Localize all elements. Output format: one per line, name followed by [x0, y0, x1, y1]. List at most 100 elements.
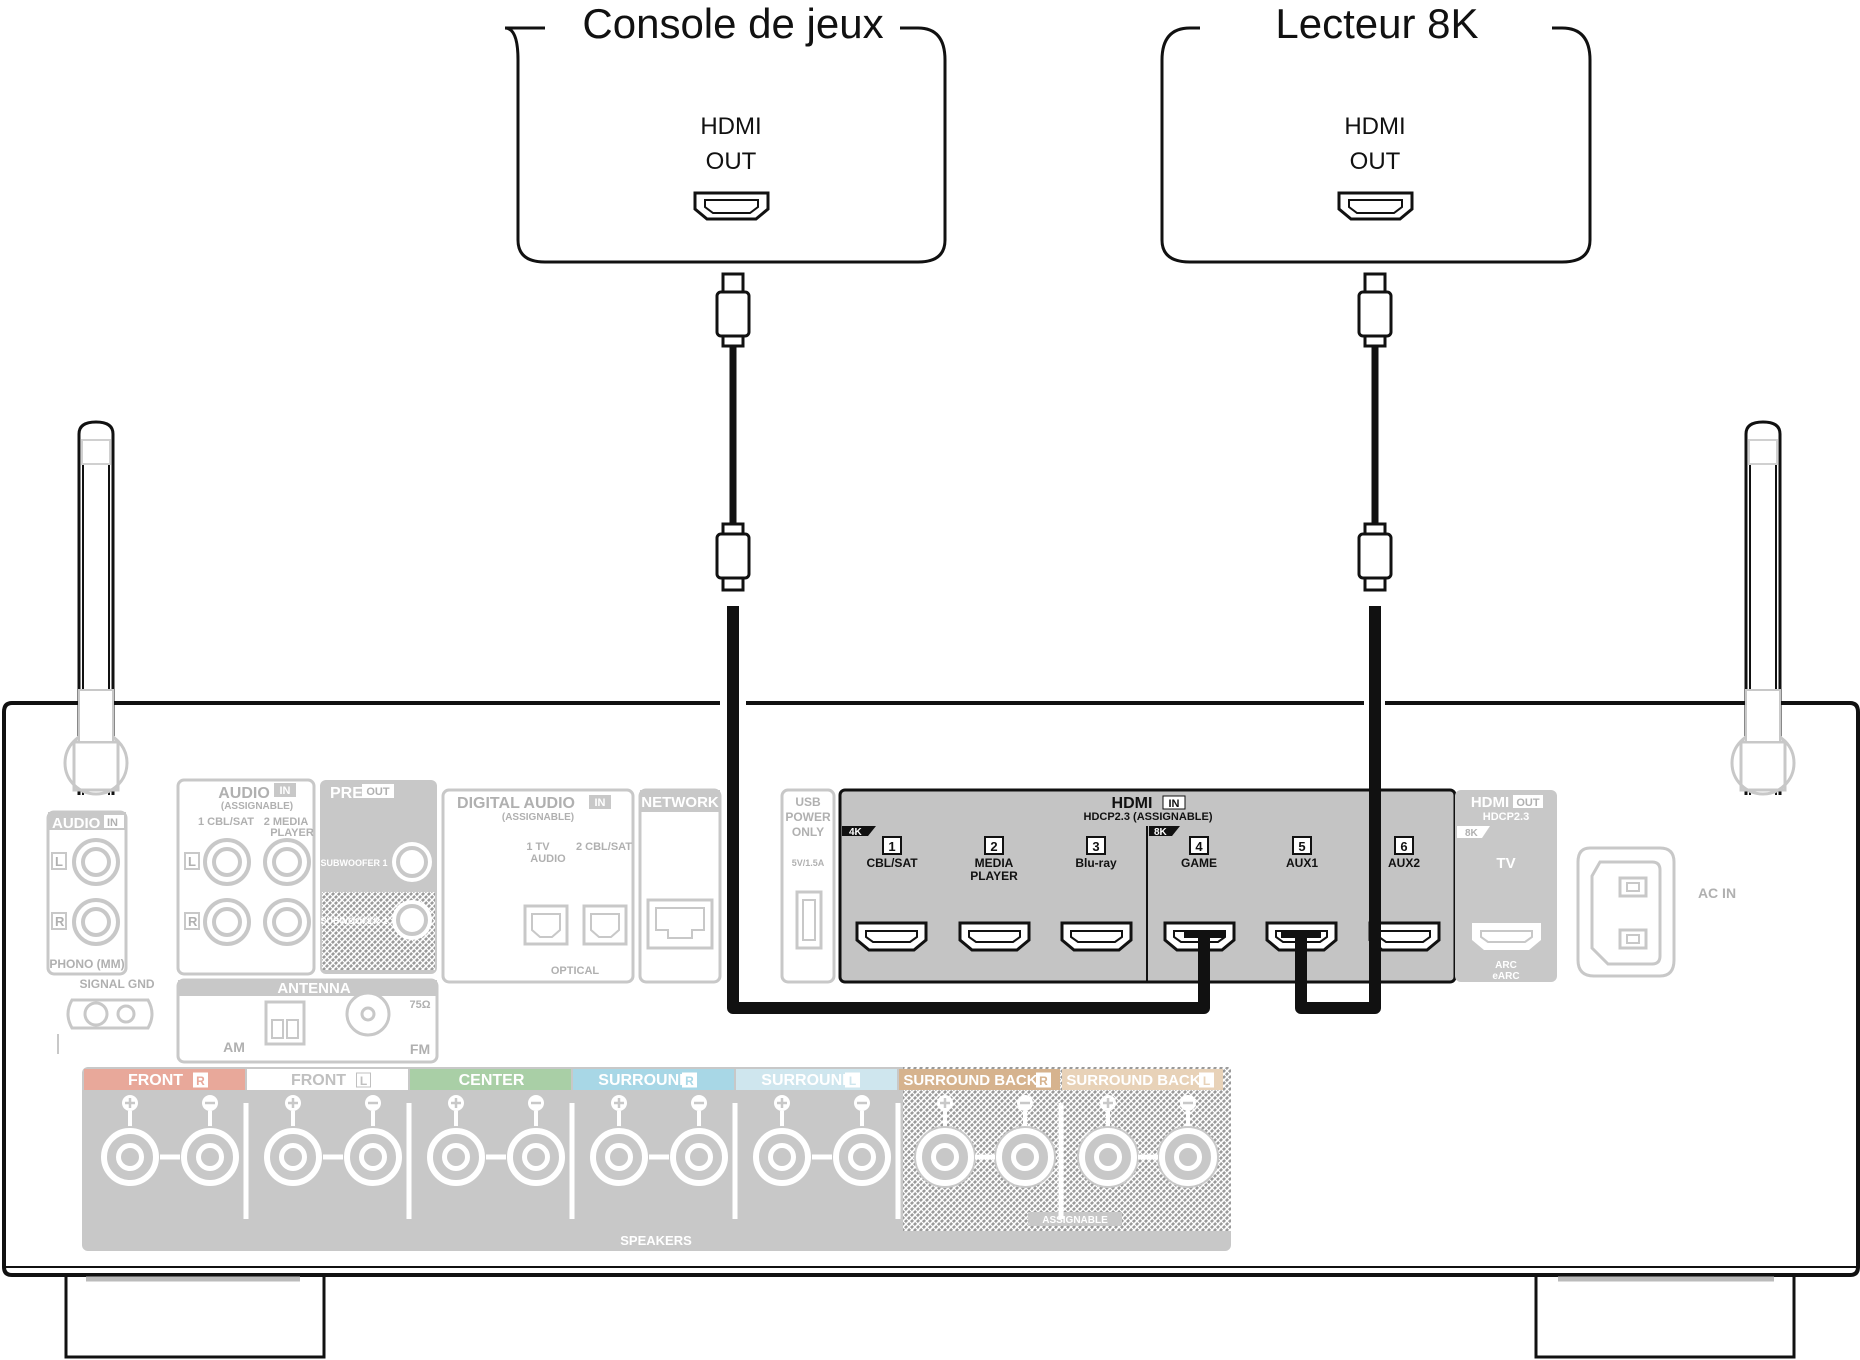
speaker-terminal-ring	[610, 1148, 628, 1166]
svg-text:PLAYER: PLAYER	[970, 869, 1018, 883]
svg-text:HDCP2.3 (ASSIGNABLE): HDCP2.3 (ASSIGNABLE)	[1084, 811, 1213, 823]
svg-text:OPTICAL: OPTICAL	[551, 965, 600, 977]
console-cable-route	[727, 606, 1210, 1014]
svg-text:PHONO (MM): PHONO (MM)	[49, 957, 124, 971]
svg-text:ANTENNA: ANTENNA	[277, 980, 350, 997]
svg-text:ONLY: ONLY	[792, 825, 824, 839]
console-hdmi-cable	[715, 272, 751, 592]
hdmi-in-port-1: 1 CBL/SAT	[855, 836, 928, 952]
svg-text:3: 3	[1092, 839, 1099, 854]
right-antenna-base	[1730, 689, 1796, 796]
right-antenna	[1744, 420, 1782, 795]
speaker-terminal-ring	[447, 1148, 465, 1166]
player-hdmi-cable	[1357, 272, 1393, 592]
speaker-terminal-ring	[1099, 1148, 1117, 1166]
svg-text:FM: FM	[410, 1041, 430, 1057]
svg-text:TV: TV	[1496, 855, 1515, 872]
console-port-label-1: HDMI	[700, 113, 761, 140]
usb-port	[795, 890, 823, 950]
svg-text:75Ω: 75Ω	[409, 999, 430, 1011]
speaker-terminal-ring	[690, 1148, 708, 1166]
speaker-terminal-ring	[853, 1148, 871, 1166]
svg-text:AUDIO: AUDIO	[52, 815, 101, 832]
pre-out-panel: PRE OUT SUBWOOFER 1 SUBWOOFER 2	[320, 780, 437, 974]
svg-text:NETWORK: NETWORK	[641, 794, 719, 811]
speaker-terminal-ring	[121, 1148, 139, 1166]
svg-text:POWER: POWER	[785, 810, 831, 824]
svg-text:USB: USB	[795, 795, 821, 809]
svg-text:SUBWOOFER 1: SUBWOOFER 1	[320, 858, 387, 868]
svg-text:CBL/SAT: CBL/SAT	[866, 856, 918, 870]
svg-text:R: R	[188, 914, 198, 929]
svg-text:IN: IN	[1169, 798, 1180, 810]
svg-text:SPEAKERS: SPEAKERS	[620, 1233, 692, 1248]
svg-text:AUX2: AUX2	[1388, 856, 1420, 870]
speaker-group-label: SURROUND	[761, 1072, 853, 1089]
svg-text:L: L	[55, 854, 63, 869]
svg-text:6: 6	[1400, 839, 1407, 854]
8k-player-device: Lecteur 8K HDMI OUT	[1160, 0, 1592, 264]
svg-text:AM: AM	[223, 1039, 245, 1055]
speaker-terminal-ring	[773, 1148, 791, 1166]
svg-text:ARC: ARC	[1495, 960, 1517, 971]
svg-text:1 TV: 1 TV	[526, 841, 550, 853]
speaker-group-label: SURROUND BACK	[903, 1072, 1037, 1089]
svg-text:AUDIO: AUDIO	[530, 853, 566, 865]
svg-text:8K: 8K	[1465, 828, 1479, 839]
speaker-side-label: R	[1039, 1074, 1048, 1088]
svg-text:AC IN: AC IN	[1698, 885, 1736, 901]
svg-text:AUDIO: AUDIO	[218, 785, 270, 802]
svg-text:eARC: eARC	[1492, 971, 1519, 982]
left-foot	[64, 1275, 326, 1359]
player-cable-route	[1295, 606, 1381, 1014]
speaker-terminal-ring	[527, 1148, 545, 1166]
speaker-terminal-ring	[1179, 1148, 1197, 1166]
svg-text:5V/1.5A: 5V/1.5A	[792, 858, 825, 868]
svg-text:(ASSIGNABLE): (ASSIGNABLE)	[502, 812, 574, 823]
antenna-panel: ANTENNA AM 75Ω FM	[176, 978, 439, 1064]
svg-text:DIGITAL AUDIO: DIGITAL AUDIO	[457, 795, 575, 812]
svg-text:1: 1	[888, 839, 895, 854]
svg-text:HDCP2.3: HDCP2.3	[1483, 811, 1529, 823]
digital-audio-panel: DIGITAL AUDIO IN (ASSIGNABLE) 1 TV AUDIO…	[441, 788, 635, 984]
speaker-terminal-ring	[936, 1148, 954, 1166]
svg-text:MEDIA: MEDIA	[975, 856, 1014, 870]
ac-in-socket: AC IN	[1576, 846, 1736, 978]
speaker-side-label: R	[685, 1074, 694, 1088]
phono-audio-in-panel: AUDIO IN L R PHONO (MM)	[46, 810, 128, 976]
speaker-group-1: FRONT R	[84, 1069, 245, 1188]
svg-text:R: R	[55, 914, 65, 929]
speaker-group-label: CENTER	[459, 1072, 525, 1089]
speaker-side-label: R	[196, 1074, 205, 1088]
speaker-group-label: SURROUND	[598, 1072, 690, 1089]
speaker-terminal-ring	[1016, 1148, 1034, 1166]
svg-text:HDMI: HDMI	[1112, 795, 1153, 812]
svg-text:OUT: OUT	[366, 786, 390, 798]
svg-text:(ASSIGNABLE): (ASSIGNABLE)	[221, 801, 293, 812]
svg-text:L: L	[188, 854, 196, 869]
game-console-device: Console de jeux HDMI OUT	[504, 0, 947, 264]
speaker-group-label: FRONT	[291, 1072, 346, 1089]
svg-text:IN: IN	[107, 817, 118, 829]
hdmi-in-port-2: 2 MEDIA PLAYER	[958, 836, 1031, 952]
network-panel: NETWORK	[638, 788, 722, 984]
svg-text:PLAYER: PLAYER	[270, 827, 314, 839]
hdmi-out-panel: HDMI OUT HDCP2.3 8K TV ARC eARC	[1455, 790, 1557, 982]
svg-text:2: 2	[990, 839, 997, 854]
speaker-terminal-ring	[284, 1148, 302, 1166]
player-port-label-2: OUT	[1350, 148, 1401, 175]
svg-text:SIGNAL GND: SIGNAL GND	[79, 977, 154, 991]
speaker-side-label: L	[849, 1074, 856, 1088]
svg-text:4: 4	[1195, 839, 1203, 854]
speaker-group-label: FRONT	[128, 1072, 183, 1089]
console-title: Console de jeux	[582, 0, 883, 47]
right-foot	[1534, 1275, 1796, 1359]
svg-text:2 CBL/SAT: 2 CBL/SAT	[576, 841, 632, 853]
svg-text:5: 5	[1298, 839, 1305, 854]
svg-text:SUBWOOFER 2: SUBWOOFER 2	[320, 916, 387, 926]
signal-gnd-terminal: SIGNAL GND	[57, 977, 155, 1054]
